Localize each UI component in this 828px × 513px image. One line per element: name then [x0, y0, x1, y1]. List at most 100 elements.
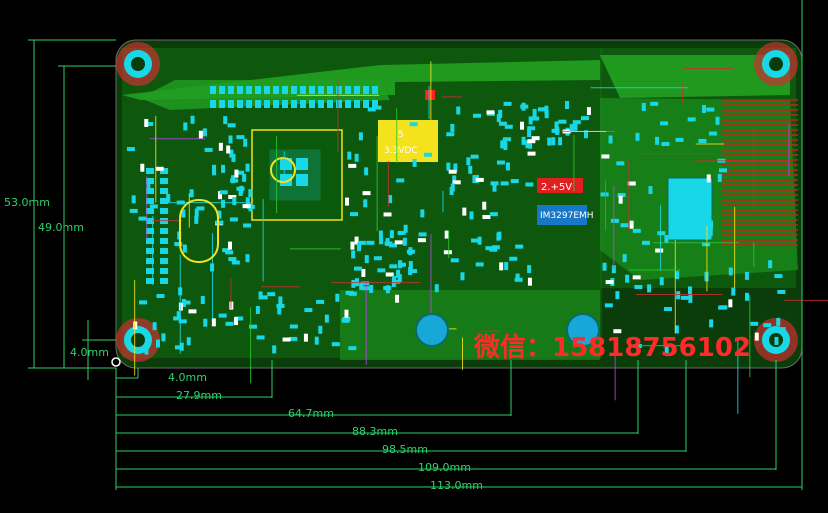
smd-pad: [181, 209, 186, 218]
smd-pad: [383, 212, 392, 217]
smd-pad: [231, 153, 236, 162]
smd-pad: [503, 101, 512, 106]
smd-pad: [189, 189, 194, 198]
smd-pad: [166, 194, 171, 203]
smd-pad: [344, 309, 349, 318]
smd-pad: [402, 237, 407, 246]
smd-pad: [236, 170, 245, 175]
smd-pad: [610, 218, 619, 223]
smd-pad: [664, 234, 669, 243]
dim-113: 113.0mm: [430, 479, 483, 492]
smd-pad: [202, 128, 207, 137]
smd-pad: [531, 136, 540, 141]
header-pin: [264, 86, 270, 94]
smd-pad: [278, 296, 283, 305]
smd-pad: [397, 262, 406, 267]
smd-pad: [572, 120, 581, 125]
smd-pad: [221, 164, 226, 173]
watermark: 微信：15818756102: [473, 332, 751, 363]
header-pin: [300, 86, 306, 94]
connector-pin: [146, 218, 154, 224]
smd-pad: [472, 175, 477, 184]
smd-pad: [196, 206, 205, 211]
smd-pad: [554, 121, 559, 130]
smd-pad: [282, 337, 291, 342]
smd-pad: [389, 264, 398, 269]
smd-pad: [502, 138, 507, 147]
smd-pad: [233, 317, 238, 326]
smd-pad: [412, 158, 417, 167]
smd-pad: [392, 279, 401, 284]
smd-pad: [456, 106, 461, 115]
smd-pad: [267, 292, 276, 297]
smd-pad: [505, 162, 510, 171]
smd-pad: [248, 189, 253, 198]
smd-pad: [249, 324, 258, 329]
smd-pad: [509, 256, 518, 261]
smd-pad: [354, 153, 359, 162]
smd-pad: [231, 260, 240, 265]
dim-64-7: 64.7mm: [288, 407, 334, 420]
smd-pad: [528, 140, 533, 149]
smd-pad: [363, 199, 368, 208]
header-pin: [345, 100, 351, 108]
smd-pad: [361, 268, 366, 277]
smd-pad: [403, 224, 408, 233]
connector-pin: [160, 178, 168, 184]
smd-pad: [482, 201, 487, 210]
header-pin: [246, 86, 252, 94]
smd-pad: [314, 336, 319, 345]
header-pin: [309, 100, 315, 108]
smd-pad: [527, 129, 532, 138]
smd-pad: [475, 177, 484, 182]
smd-pad: [129, 208, 138, 213]
smd-pad: [178, 319, 187, 324]
smd-pad: [661, 142, 670, 147]
smd-pads: [126, 100, 786, 355]
smd-pad: [564, 100, 569, 109]
dim-27-9: 27.9mm: [176, 389, 222, 402]
smd-pad: [486, 110, 495, 115]
smd-pad: [353, 266, 362, 271]
traces: [134, 61, 828, 414]
smd-pad: [504, 124, 513, 129]
smd-pad: [444, 230, 449, 239]
smd-pad: [706, 174, 711, 183]
smd-pad: [698, 138, 707, 143]
smd-pad: [229, 217, 238, 222]
smd-pad: [500, 140, 505, 149]
smd-pad: [704, 271, 709, 280]
smd-pad: [242, 173, 247, 182]
smd-pad: [348, 163, 357, 168]
smd-pad: [604, 303, 613, 308]
smd-pad: [573, 122, 578, 131]
smd-pad: [395, 294, 400, 303]
smd-pad: [341, 318, 350, 323]
smd-pad: [242, 204, 251, 209]
connector-pin: [146, 258, 154, 264]
header-pin: [237, 86, 243, 94]
smd-pad: [547, 137, 552, 146]
smd-pad: [418, 232, 427, 237]
smd-pad: [497, 231, 502, 240]
dim-88-3: 88.3mm: [352, 425, 398, 438]
smd-pad: [708, 131, 717, 136]
smd-pad: [496, 114, 501, 123]
header-pin: [255, 86, 261, 94]
smd-pad: [377, 268, 386, 273]
smd-pad: [655, 248, 664, 253]
connector-pin: [146, 198, 154, 204]
smd-pad: [138, 216, 147, 221]
smd-pad: [450, 258, 459, 263]
smd-pad: [234, 169, 239, 178]
smd-pad: [131, 195, 136, 204]
smd-pad: [194, 208, 199, 217]
smd-pad: [178, 302, 183, 311]
smd-pad: [396, 178, 405, 183]
smd-pad: [239, 185, 244, 194]
smd-pad: [373, 105, 382, 110]
smd-pad: [373, 256, 382, 261]
smd-pad: [223, 116, 228, 125]
header-pin: [318, 86, 324, 94]
smd-pad: [776, 317, 781, 326]
